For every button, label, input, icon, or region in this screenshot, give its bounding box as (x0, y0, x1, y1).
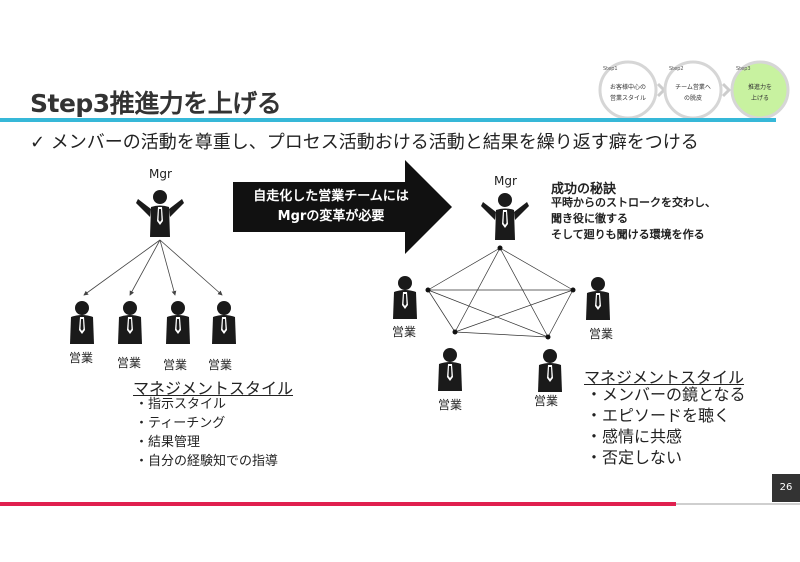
step1-num: Step1 (603, 66, 618, 72)
left-member-label: 営業 (69, 351, 94, 365)
footer-accent-bar (0, 502, 676, 506)
left-mgr-label: Mgr (149, 167, 172, 181)
step1-label: お客様中心の 営業スタイル (602, 82, 654, 104)
right-mgmt-list: ・メンバーの鏡となる ・エピソードを聴く ・感情に共感 ・否定しない (586, 384, 746, 468)
right-mgmt-title: マネジメントスタイル (584, 368, 745, 387)
left-mgmt-item: ・自分の経験知での指導 (135, 454, 279, 469)
right-member-label: 営業 (392, 325, 417, 339)
right-mgmt-item: ・否定しない (586, 448, 683, 467)
transition-arrow-icon (233, 160, 452, 254)
left-arrows (83, 239, 223, 296)
arrow-line1: 自走化した営業チームには (253, 189, 409, 204)
subtitle: ✓ メンバーの活動を尊重し、プロセス活動おける活動と結果を繰り返す癖をつける (30, 132, 699, 153)
step2-label: チーム営業へ の脱皮 (667, 82, 719, 104)
left-mgmt-title: マネジメントスタイル (133, 379, 294, 398)
right-member-figure (538, 349, 562, 392)
step2-num: Step2 (669, 66, 684, 72)
left-mgr-figure (136, 190, 184, 237)
secret-lines: 平時からのストロークを交わし、 聞き役に徹する そして廻りも聞ける環境を作る (551, 195, 716, 243)
left-member-figure (118, 301, 142, 344)
left-mgmt-list: ・指示スタイル ・ティーチング ・結果管理 ・自分の経験知での指導 (135, 395, 278, 471)
left-mgmt-item: ・指示スタイル (135, 397, 227, 412)
right-mgmt-item: ・エピソードを聴く (586, 406, 731, 425)
left-member-figure (212, 301, 236, 344)
right-mgr-figure (481, 193, 529, 240)
step3-line1: 推進力を (747, 84, 772, 91)
footer-rule (676, 503, 800, 505)
network-nodes (425, 245, 576, 340)
step3-line2: 上げる (750, 95, 769, 102)
right-member-figure (393, 276, 417, 319)
left-mgmt-item: ・結果管理 (135, 435, 201, 450)
step3-label: 推進力を 上げる (734, 82, 786, 104)
secret-title: 成功の秘訣 (551, 182, 617, 197)
step1-line1: お客様中心の (609, 84, 646, 91)
right-mgmt-item: ・感情に共感 (586, 427, 683, 446)
secret-line: 平時からのストロークを交わし、 (551, 196, 716, 209)
page-title: Step3推進力を上げる (30, 89, 282, 118)
left-member-label: 営業 (163, 358, 188, 372)
right-member-label: 営業 (534, 394, 559, 408)
right-member-label: 営業 (589, 327, 614, 341)
secret-line: そして廻りも聞ける環境を作る (551, 228, 705, 241)
step-chevron-icon (721, 82, 732, 98)
step3-num: Step3 (736, 66, 751, 72)
page-number: 26 (772, 474, 800, 502)
secret-line: 聞き役に徹する (551, 212, 628, 225)
right-member-label: 営業 (438, 398, 463, 412)
arrow-line2: Mgrの変革が必要 (277, 209, 385, 224)
right-member-figure (438, 348, 462, 391)
step2-line1: チーム営業へ (675, 84, 711, 91)
left-member-label: 営業 (117, 356, 142, 370)
left-member-figure (166, 301, 190, 344)
right-mgr-label: Mgr (494, 174, 517, 188)
right-mgmt-item: ・メンバーの鏡となる (586, 385, 746, 404)
step1-line2: 営業スタイル (609, 95, 646, 102)
step2-line2: の脱皮 (683, 95, 702, 102)
network-lines (427, 247, 574, 338)
left-mgmt-item: ・ティーチング (135, 416, 226, 431)
arrow-caption: 自走化した営業チームには Mgrの変革が必要 (236, 187, 426, 227)
left-member-label: 営業 (208, 358, 233, 372)
left-member-figure (70, 301, 94, 344)
right-member-figure (586, 277, 610, 320)
title-underline (0, 118, 776, 122)
